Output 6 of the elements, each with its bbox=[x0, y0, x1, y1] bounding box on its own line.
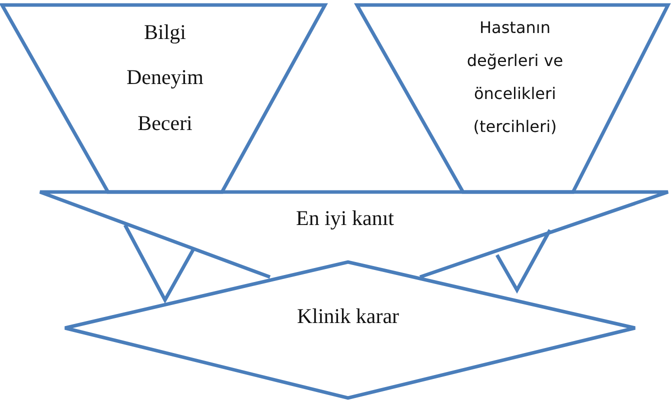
node-label: Klinik karar bbox=[296, 304, 400, 329]
node-label: En iyi kanıt bbox=[295, 206, 395, 231]
node-label: Bilgi bbox=[142, 20, 187, 45]
node-label: Beceri bbox=[136, 111, 194, 136]
node-label: Hastanın değerleri ve öncelikleri (tercihleri) bbox=[466, 17, 564, 138]
node-label: Deneyim bbox=[126, 65, 204, 90]
